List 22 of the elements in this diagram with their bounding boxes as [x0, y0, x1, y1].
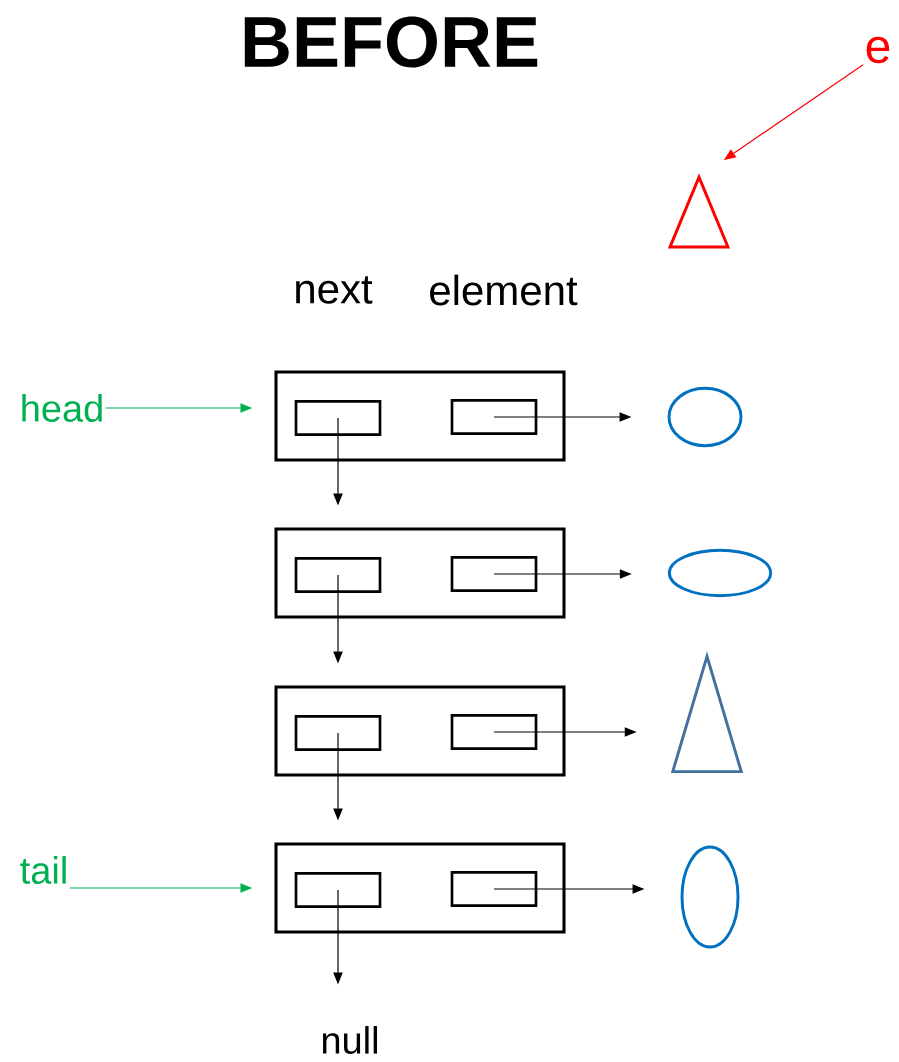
pointer-label: tail	[20, 856, 66, 884]
ellipse-shape	[667, 548, 773, 598]
next-field	[294, 715, 382, 751]
list-node-box	[274, 842, 566, 934]
pointer-label: head	[22, 394, 102, 422]
list-node-box	[274, 370, 566, 462]
next-field	[294, 400, 382, 436]
title: BEFORE	[244, 16, 538, 68]
variable-label: e	[866, 36, 890, 64]
next-field	[294, 872, 382, 908]
next-field	[294, 557, 382, 593]
element-field	[450, 714, 538, 750]
list-node-box	[274, 685, 566, 777]
null-label: null	[322, 1026, 377, 1054]
element-field	[450, 871, 538, 907]
field-label: element	[430, 274, 578, 306]
ellipse-shape	[667, 386, 743, 448]
list-node-box	[274, 527, 566, 619]
element-field	[450, 399, 538, 435]
element-field	[450, 556, 538, 592]
ellipse-shape	[680, 845, 740, 949]
field-label: next	[296, 276, 373, 304]
